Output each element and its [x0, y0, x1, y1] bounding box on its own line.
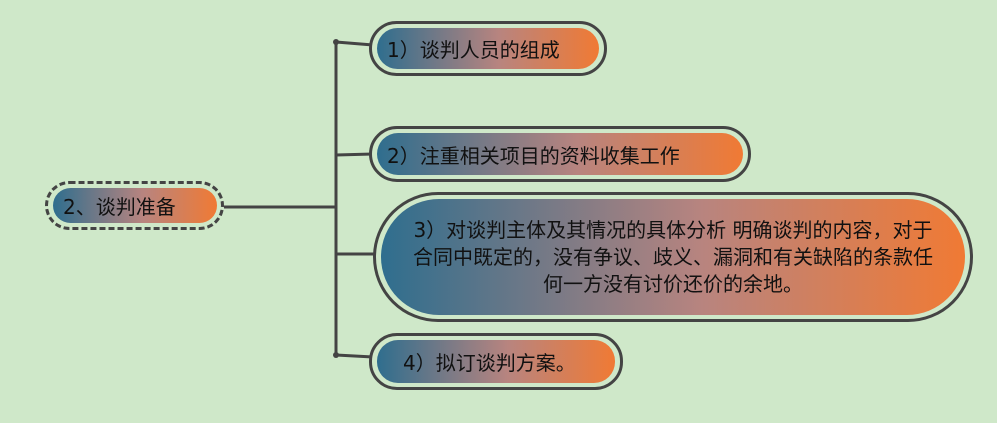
branch-node-2[interactable]: 2）注重相关项目的资料收集工作	[377, 133, 743, 175]
trunk-top-dot	[333, 39, 339, 45]
branch-4-connector	[335, 353, 374, 359]
branch-node-3[interactable]: 3）对谈判主体及其情况的具体分析 明确谈判的内容，对于合同中既定的，没有争议、歧…	[381, 199, 965, 315]
branch-2-label: 2）注重相关项目的资料收集工作	[387, 143, 680, 168]
root-node[interactable]: 2、谈判准备	[53, 188, 217, 223]
branch-3-label: 3）对谈判主体及其情况的具体分析 明确谈判的内容，对于合同中既定的，没有争议、歧…	[413, 217, 933, 296]
branch-node-4[interactable]: 4）拟订谈判方案。	[377, 340, 615, 383]
branch-2-connector	[335, 152, 374, 157]
root-node-label: 2、谈判准备	[63, 195, 176, 219]
branch-1-label: 1）谈判人员的组成	[387, 38, 560, 62]
branch-1-connector	[335, 40, 374, 47]
branch-node-1[interactable]: 1）谈判人员的组成	[377, 28, 599, 69]
trunk-bottom-dot	[333, 352, 339, 358]
branch-4-label: 4）拟订谈判方案。	[403, 351, 576, 375]
